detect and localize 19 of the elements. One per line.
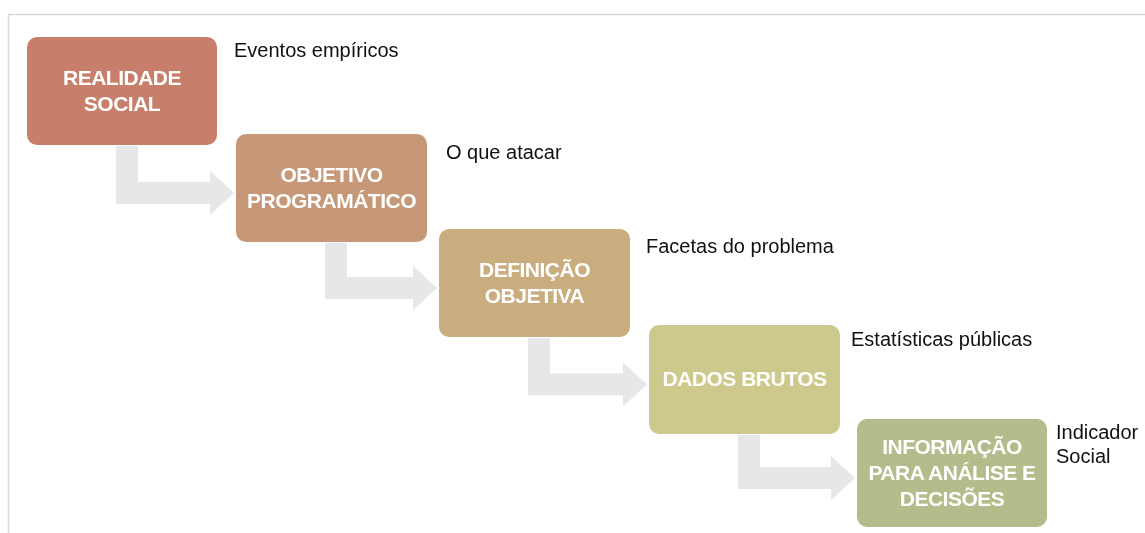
step-note: Facetas do problema — [646, 234, 834, 258]
elbow-arrow — [528, 338, 647, 407]
process-box — [27, 37, 217, 145]
elbow-arrow — [738, 435, 855, 500]
step-title: REALIDADE SOCIAL — [62, 64, 182, 117]
step-note: Eventos empíricos — [234, 38, 399, 62]
step-title: OBJETIVO PROGRAMÁTICO — [246, 161, 417, 214]
process-box — [857, 419, 1047, 527]
step-title: DADOS BRUTOS — [662, 366, 827, 393]
step-title: DEFINIÇÃO OBJETIVA — [478, 256, 591, 309]
process-box — [236, 134, 427, 242]
process-box — [439, 229, 630, 337]
step-title: INFORMAÇÃO PARA ANÁLISE E DECISÕES — [867, 433, 1037, 513]
process-box — [649, 325, 840, 434]
step-note: O que atacar — [446, 140, 562, 164]
step-note: Indicador Social — [1056, 420, 1140, 468]
elbow-arrow — [116, 146, 234, 215]
step-note: Estatísticas públicas — [851, 327, 1033, 351]
elbow-arrow — [325, 243, 437, 310]
